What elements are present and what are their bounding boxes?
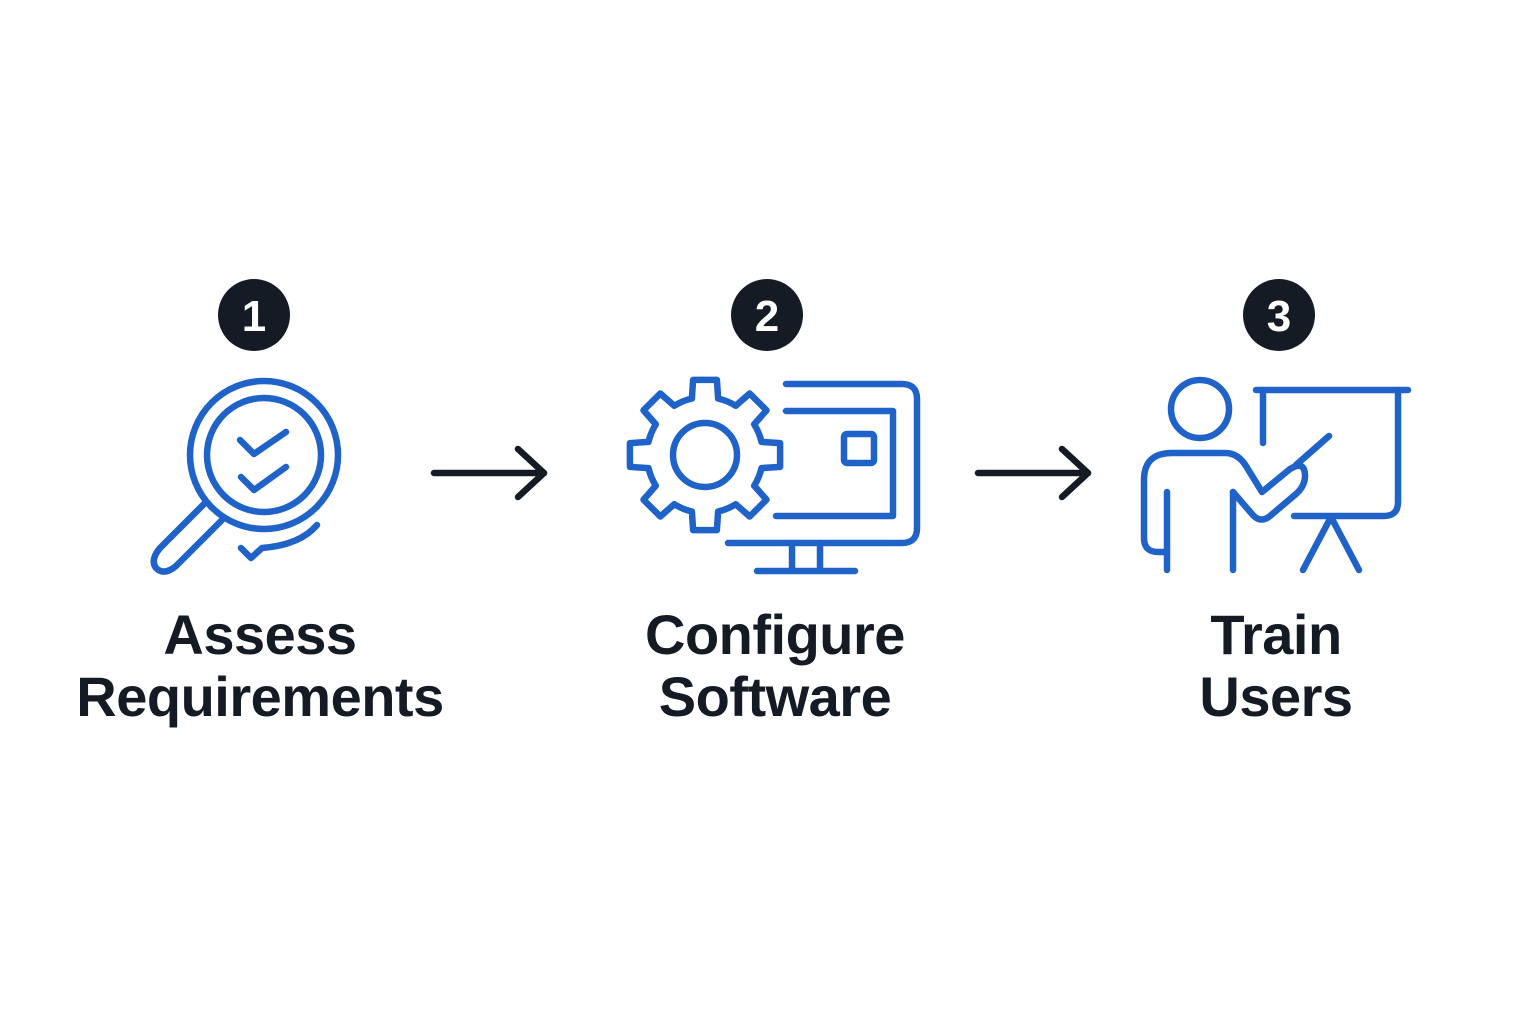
gear-monitor-icon (626, 376, 921, 575)
badge-circle (1243, 279, 1315, 351)
step-label-2: Configure Software (545, 604, 1005, 728)
magnifier-checklist-icon (150, 377, 342, 575)
step-1: 1 (150, 279, 342, 575)
step-2: 2 (626, 279, 921, 575)
badge-circle (731, 279, 803, 351)
badge-number: 1 (242, 292, 266, 341)
gear-hub (669, 419, 741, 491)
step-label-line1: Assess (163, 603, 357, 666)
arrow-right-icon (430, 445, 548, 501)
badge-number: 2 (755, 292, 779, 341)
step-label-line1: Train (1210, 603, 1342, 666)
monitor-screen (772, 407, 897, 520)
pointer (1292, 432, 1333, 469)
step-3: 3 (1140, 279, 1412, 574)
step-badge-3: 3 (1243, 279, 1315, 351)
person-head (1167, 376, 1233, 442)
gear-icon (626, 376, 784, 534)
arrow-right-icon (974, 445, 1092, 501)
step-badge-2: 2 (731, 279, 803, 351)
step-label-line2: Software (658, 665, 892, 728)
step-label-line2: Users (1199, 665, 1353, 728)
window-square (840, 430, 878, 467)
badge-number: 3 (1267, 292, 1291, 341)
step-label-line1: Configure (645, 603, 905, 666)
step-label-1: Assess Requirements (30, 604, 490, 728)
step-badge-1: 1 (218, 279, 290, 351)
person-body (1140, 449, 1309, 556)
badge-circle (218, 279, 290, 351)
trainer-whiteboard-icon (1140, 376, 1412, 574)
whiteboard (1290, 386, 1402, 520)
monitor-frame (724, 380, 921, 547)
step-label-3: Train Users (1046, 604, 1506, 728)
step-label-line2: Requirements (76, 665, 444, 728)
